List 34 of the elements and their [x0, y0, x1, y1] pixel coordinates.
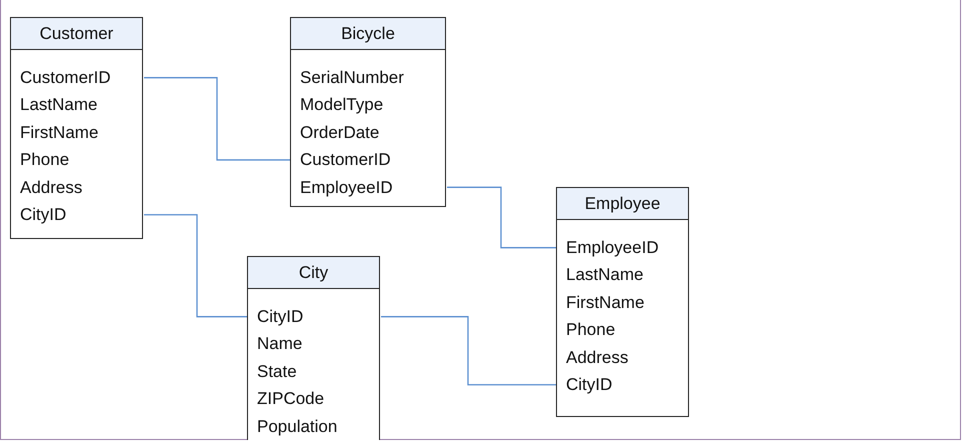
field-name: CityID: [566, 374, 612, 396]
connector-line: [144, 77, 291, 161]
field-name: ZIPCode: [257, 388, 324, 410]
field-name: LastName: [566, 264, 644, 286]
field-name: Population: [257, 416, 338, 438]
field-name: FirstName: [566, 292, 644, 314]
field-name: EmployeeID: [566, 237, 659, 259]
field-name: FirstName: [20, 122, 98, 144]
field-name: SerialNumber: [300, 67, 404, 89]
table-title: Bicycle: [291, 18, 445, 50]
field-name: Phone: [566, 319, 616, 342]
table-title: Employee: [557, 188, 688, 220]
field-name: CustomerID: [300, 149, 391, 172]
table-title: City: [248, 257, 379, 289]
field-name: OrderDate: [300, 122, 380, 144]
field-name: CityID: [257, 306, 304, 328]
field-name: CityID: [20, 204, 66, 226]
connector-line: [381, 316, 557, 386]
field-name: CustomerID: [20, 67, 111, 89]
field-name: Name: [257, 333, 302, 356]
field-name: State: [257, 360, 297, 383]
field-name: ModelType: [300, 94, 384, 116]
entity-table: [247, 256, 380, 440]
field-name: LastName: [20, 94, 98, 116]
connector-line: [447, 186, 557, 248]
entity-table: [290, 17, 446, 207]
field-name: Address: [20, 176, 82, 199]
table-title: Customer: [11, 18, 142, 50]
entity-table: [10, 17, 143, 239]
field-name: EmployeeID: [300, 176, 393, 199]
field-name: Phone: [20, 149, 70, 172]
field-name: Address: [566, 346, 628, 369]
entity-table: [556, 187, 689, 417]
connector-line: [144, 214, 248, 318]
